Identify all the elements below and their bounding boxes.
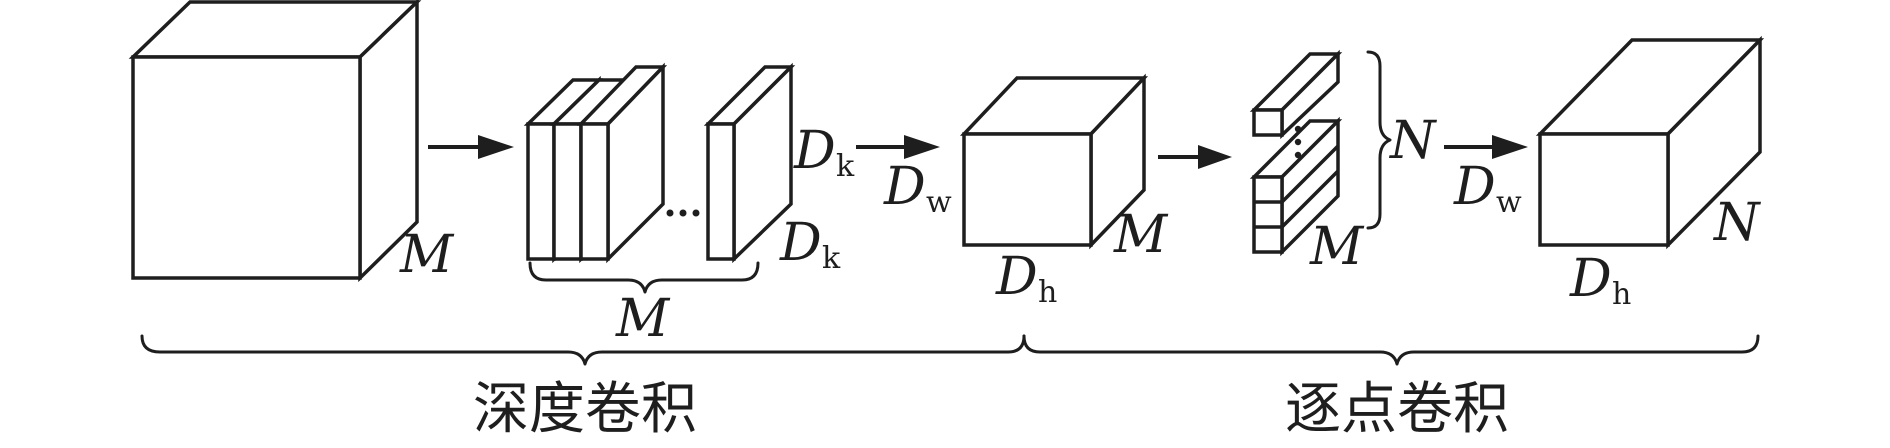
output-cube [1535, 35, 1765, 250]
pointwise-stage-brace [1022, 334, 1760, 366]
intermediate-cube [959, 73, 1149, 250]
filters-brace [528, 261, 760, 294]
ellipsis-dot [1294, 138, 1302, 146]
svg-text:k: k [822, 241, 841, 276]
depthwise-brace [140, 334, 1026, 366]
svg-text:h: h [1612, 277, 1631, 312]
depthwise-caption: 深度卷积 [473, 377, 697, 442]
arrow-2 [856, 135, 940, 159]
kernel-size-label-top: D k [793, 121, 855, 184]
svg-text:D: D [1453, 157, 1496, 217]
output-channels-label: N [1712, 193, 1761, 253]
height-label-2: D h [1569, 249, 1631, 312]
ellipsis-dot [1294, 125, 1302, 133]
pointwise-brace [1366, 50, 1392, 230]
input-cube [128, 0, 422, 283]
arrow-1 [428, 135, 514, 159]
ellipsis-dot [679, 209, 687, 217]
svg-text:h: h [1038, 275, 1057, 310]
width-label-2: D w [1453, 157, 1522, 220]
depthwise-filters [523, 62, 796, 264]
width-label-1: D w [883, 157, 952, 220]
arrow-3 [1158, 145, 1232, 169]
svg-text:D: D [793, 121, 836, 181]
ellipsis-dot [1294, 151, 1302, 159]
pointwise-channels-label: M [1309, 217, 1365, 277]
ellipsis-dot [692, 209, 700, 217]
svg-text:k: k [836, 149, 855, 184]
filter-count-label: N [1388, 111, 1437, 171]
height-label-1: D h [995, 247, 1057, 310]
svg-text:w: w [926, 185, 952, 220]
svg-text:D: D [1569, 249, 1612, 309]
filters-count-label: M [615, 289, 671, 349]
svg-text:w: w [1496, 185, 1522, 220]
svg-text:D: D [779, 213, 822, 273]
kernel-size-label-bottom: D k [779, 213, 841, 276]
arrow-4 [1444, 135, 1528, 159]
ellipsis-dot [666, 209, 674, 217]
input-channels-label: M [399, 225, 455, 285]
pointwise-filters [1249, 49, 1343, 257]
intermediate-channels-label: M [1113, 205, 1169, 265]
pointwise-caption: 逐点卷积 [1285, 377, 1509, 442]
svg-text:D: D [883, 157, 926, 217]
svg-text:D: D [995, 247, 1038, 307]
